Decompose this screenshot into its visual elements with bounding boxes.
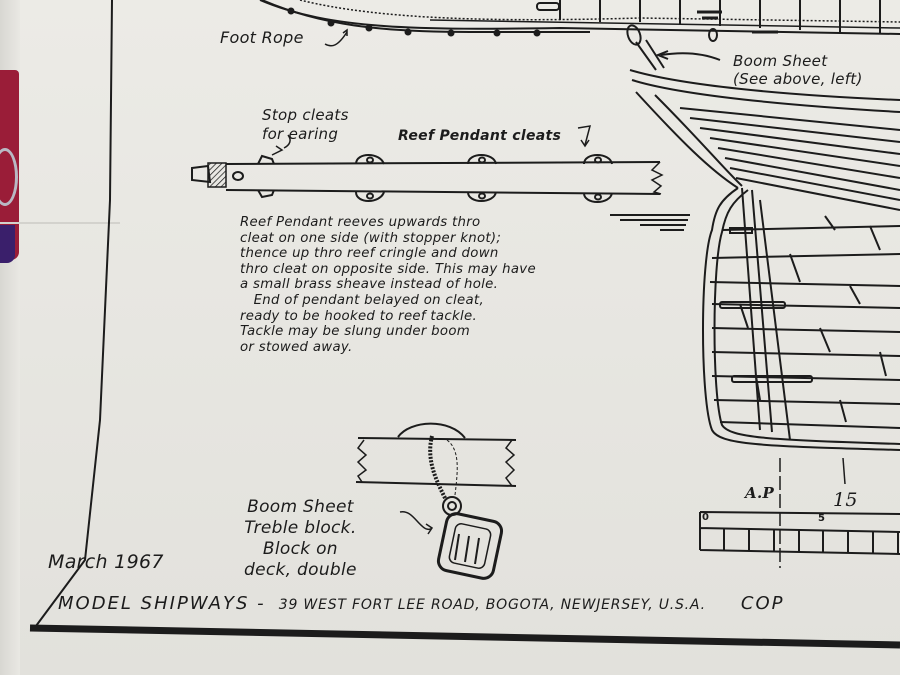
ruler-tick-0: 0: [702, 512, 710, 523]
label-reef-pendant-cleats: Reef Pendant cleats: [398, 128, 562, 144]
boom-sheet-block-detail: [355, 422, 517, 580]
background-fabric-ring: [0, 148, 18, 206]
background-fabric-blue: [0, 225, 15, 263]
boom-sheet-fitting: [626, 24, 721, 71]
scale-ruler: [699, 457, 900, 568]
ruler-tick-5: 5: [818, 513, 826, 524]
company-address: 39 WEST FORT LEE ROAD, BOGOTA, NEWJERSEY…: [278, 597, 706, 613]
paper-fold-crease: [0, 222, 120, 224]
label-boom-sheet-block: Boom Sheet Treble block. Block on deck, …: [244, 497, 357, 580]
label-aft-perpendicular: A.P: [745, 484, 775, 502]
title-block-footer: MODEL SHIPWAYS - 39 WEST FORT LEE ROAD, …: [58, 593, 785, 614]
label-foot-rope: Foot Rope: [220, 28, 304, 47]
boom-top: [259, 0, 900, 42]
company-name: MODEL SHIPWAYS -: [58, 593, 266, 614]
label-stop-cleats: Stop cleats for earing: [262, 106, 349, 143]
boom-detail: [191, 125, 664, 203]
plan-date: March 1967: [48, 551, 164, 573]
foot-rope: [261, 0, 590, 47]
ship-hull: [610, 69, 900, 451]
label-boom-sheet-top: Boom Sheet (See above, left): [733, 52, 863, 88]
border-frame: [29, 0, 900, 649]
label-station-15: 15: [833, 489, 858, 511]
reef-pendant-notes: Reef Pendant reeves upwards thro cleat o…: [240, 215, 536, 355]
copyright-partial: COP: [740, 593, 785, 614]
